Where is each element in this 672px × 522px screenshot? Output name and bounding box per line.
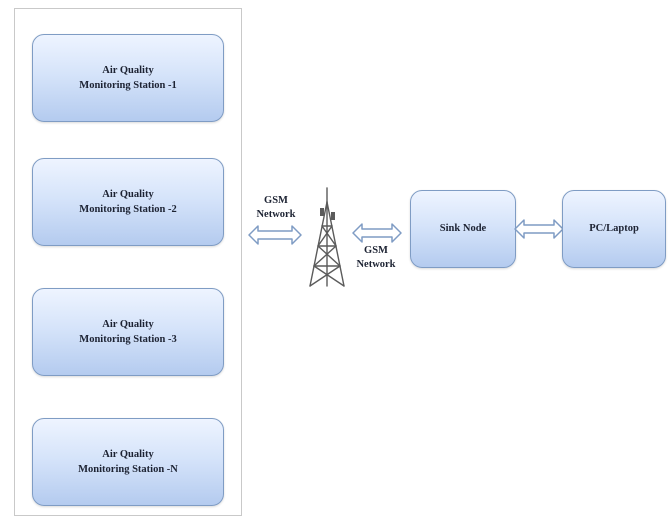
gsm-network-right-line2: Network xyxy=(356,258,396,270)
tower-icon xyxy=(309,187,345,287)
gsm-network-label-left: GSM Network xyxy=(246,194,306,221)
gsm-network-right-line1: GSM xyxy=(364,245,388,256)
left-double-arrow xyxy=(248,225,302,245)
sink-pc-double-arrow xyxy=(514,219,564,239)
station-n-line1: Air Quality xyxy=(102,448,154,460)
station-n-line2: Monitoring Station -N xyxy=(78,464,178,475)
station-3-line1: Air Quality xyxy=(102,318,154,330)
sink-node-box: Sink Node xyxy=(410,190,516,268)
pc-laptop-label: PC/Laptop xyxy=(589,223,639,235)
right-double-arrow xyxy=(352,223,402,243)
station-2-line2: Monitoring Station -2 xyxy=(79,204,177,215)
pc-laptop-box: PC/Laptop xyxy=(562,190,666,268)
station-box-3: Air Quality Monitoring Station -3 xyxy=(32,288,224,376)
gsm-network-left-line1: GSM xyxy=(264,195,288,206)
station-box-n: Air Quality Monitoring Station -N xyxy=(32,418,224,506)
gsm-network-label-right: GSM Network xyxy=(344,244,408,271)
station-box-1: Air Quality Monitoring Station -1 xyxy=(32,34,224,122)
sink-node-label: Sink Node xyxy=(439,223,487,235)
station-1-line1: Air Quality xyxy=(102,64,154,76)
station-2-line1: Air Quality xyxy=(102,188,154,200)
station-3-line2: Monitoring Station -3 xyxy=(79,334,177,345)
gsm-network-left-line2: Network xyxy=(256,208,296,220)
station-box-2: Air Quality Monitoring Station -2 xyxy=(32,158,224,246)
station-1-line2: Monitoring Station -1 xyxy=(79,80,177,91)
